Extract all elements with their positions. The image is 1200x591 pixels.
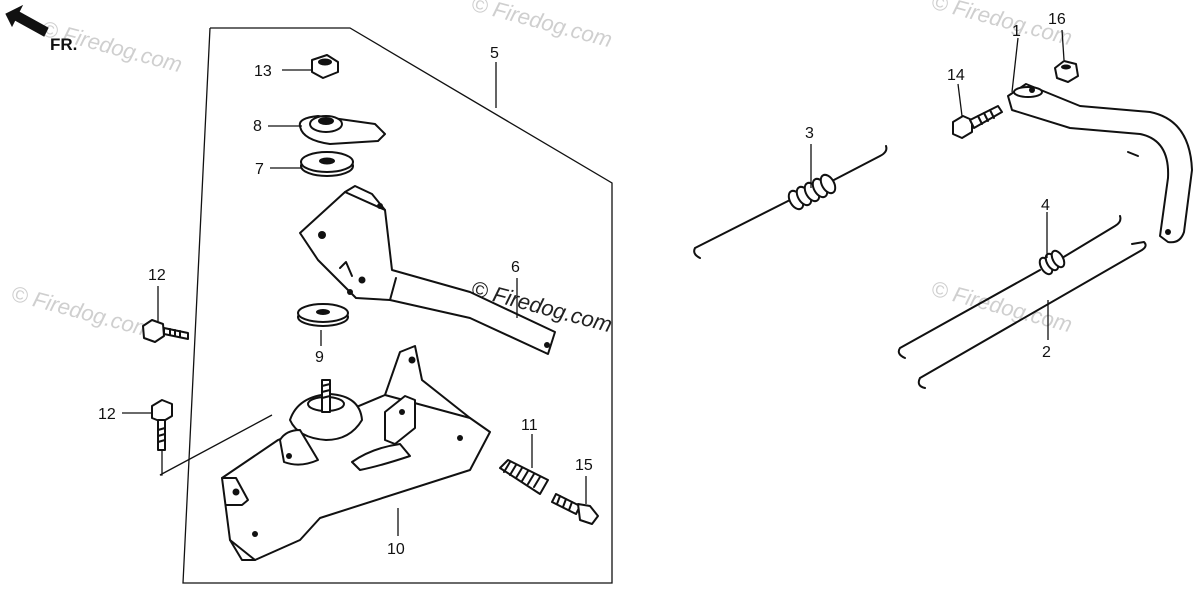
callout-13: 13: [254, 63, 272, 80]
callout-8: 8: [253, 118, 262, 135]
fr-label: FR.: [50, 35, 77, 54]
callout-14: 14: [947, 67, 965, 84]
callout-7: 7: [255, 161, 264, 178]
callout-10: 10: [387, 541, 405, 558]
part-13-nut: [311, 54, 339, 79]
part-4-spring-rod: [897, 215, 1122, 359]
arrow-icon: [5, 4, 49, 37]
watermarks: © Firedog.com © Firedog.com © Firedog.co…: [9, 0, 1075, 342]
front-direction-indicator: FR.: [5, 4, 77, 54]
part-14-bolt: [952, 105, 1003, 139]
callout-11: 11: [521, 417, 538, 434]
callout-12-upper: 12: [148, 267, 166, 284]
part-3-spring-rod: [693, 145, 888, 259]
callout-5: 5: [490, 45, 499, 62]
part-10-base-plate: [221, 345, 491, 561]
part-1-lever: [1007, 83, 1193, 244]
part-2-rod: [917, 241, 1147, 389]
part-12-bolt-lower: [151, 399, 273, 476]
callout-3: 3: [805, 125, 814, 142]
part-15-bolt: [551, 493, 599, 525]
callout-12-lower: 12: [98, 406, 116, 423]
callout-4: 4: [1041, 197, 1050, 214]
callout-1: 1: [1012, 23, 1021, 40]
callout-16: 16: [1048, 11, 1066, 28]
part-11-stud: [499, 459, 549, 495]
callout-labels: 1 2 3 4 5 6 7 8 9 10 11 12 12 13 14 15 1…: [98, 11, 1066, 558]
part-16-nut: [1054, 60, 1079, 83]
callout-9: 9: [315, 349, 324, 366]
part-12-bolt-upper: [142, 319, 189, 343]
part-7-washer: [300, 151, 354, 177]
watermark: © Firedog.com: [9, 281, 155, 343]
callout-6: 6: [511, 259, 520, 276]
part-8-plate: [298, 115, 386, 145]
part-9-washer: [297, 303, 349, 327]
callout-2: 2: [1042, 344, 1051, 361]
leader-lines: [122, 29, 1065, 536]
watermark: © Firedog.com: [929, 276, 1075, 338]
callout-15: 15: [575, 457, 593, 474]
part-6-bracket: [299, 185, 556, 355]
assembly-5-boundary: [182, 27, 613, 584]
